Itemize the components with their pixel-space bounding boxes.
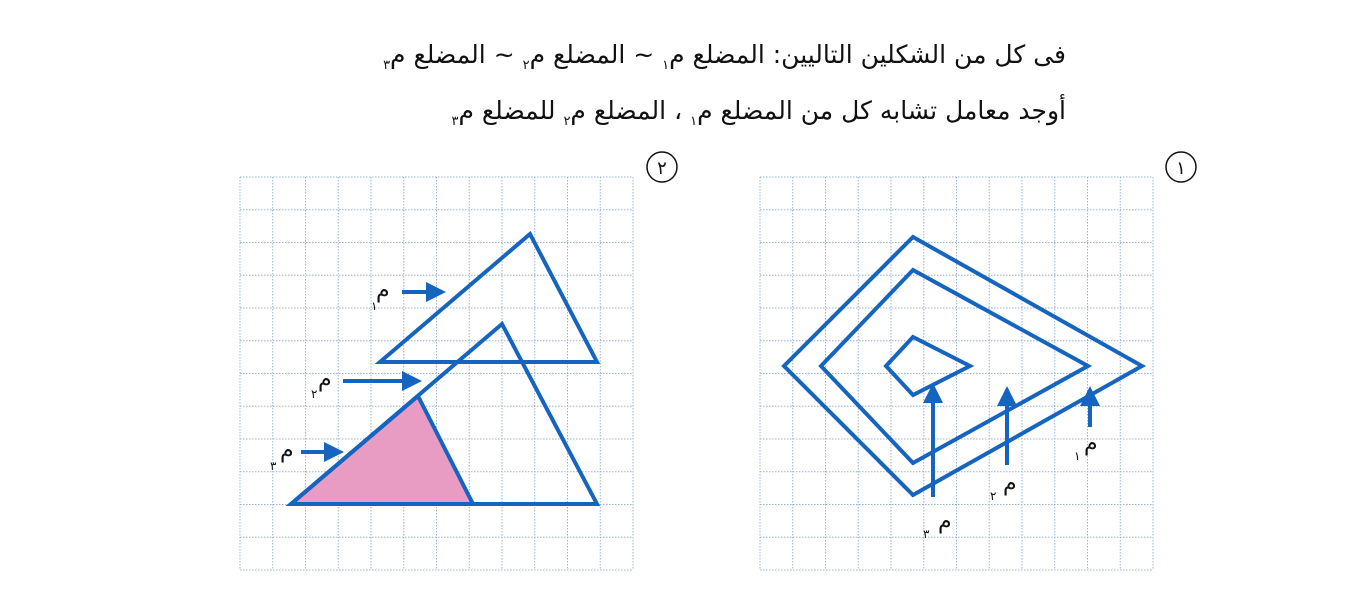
figure-2: م ١ م ٢ م ٣ ٢: [239, 151, 678, 571]
polygon-label: المضلع م: [390, 40, 486, 69]
label-m2-fig2: م: [318, 367, 332, 392]
subscript: ٢: [563, 114, 571, 129]
figure-number-2: ٢: [657, 158, 667, 179]
subscript: ٣: [383, 58, 391, 73]
instruction-text: أوجد معامل تشابه كل من المضلع م: [697, 96, 1066, 125]
label-m3-fig2: م: [280, 438, 294, 463]
label-m1-fig1: م: [1084, 431, 1098, 456]
polygon-m2-fig1: [818, 267, 1093, 466]
similarity-symbol: ~: [485, 40, 523, 69]
subscript: ١: [690, 114, 698, 129]
subscript: ٢: [522, 58, 530, 73]
polygon-label: المضلع م: [529, 40, 626, 69]
figure-number-circle-1: [1165, 151, 1197, 183]
label-m2-sub-fig1: ٢: [990, 489, 996, 503]
subscript: ١: [662, 58, 670, 73]
polygon-m3-fig1: [883, 334, 975, 398]
polygon-label: للمضلع م: [458, 96, 564, 125]
grid-figure-2: [239, 176, 634, 571]
polygon-m2-fig2: [285, 320, 601, 506]
label-m3-sub-fig2: ٣: [270, 459, 277, 473]
figure-number-1: ١: [1176, 158, 1186, 179]
figure-number-circle-2: [646, 151, 678, 183]
label-m3-sub-fig1: ٣: [923, 527, 930, 541]
label-m2-sub-fig2: ٢: [311, 387, 317, 401]
label-m2-fig1: م: [1003, 471, 1017, 496]
comma-separator: ،: [666, 96, 691, 125]
label-m1-sub-fig2: ١: [371, 299, 377, 313]
subscript: ٣: [451, 114, 459, 129]
instruction-line-1: فى كل من الشكلين التاليين: المضلع م١ ~ ا…: [383, 40, 1066, 73]
figure-1: م ٣ م ٢ م ١ ١: [759, 151, 1197, 571]
polygon-label: المضلع م: [570, 96, 667, 125]
label-m1-fig2: م: [376, 278, 390, 303]
label-m3-fig1: م: [938, 509, 952, 534]
polygon-m1-fig2: [374, 230, 601, 364]
polygon-label: المضلع م: [669, 40, 765, 69]
instruction-line-2: أوجد معامل تشابه كل من المضلع م١ ، المضل…: [451, 96, 1066, 129]
label-m1-sub-fig1: ١: [1074, 449, 1080, 463]
similarity-symbol: ~: [625, 40, 663, 69]
polygon-m1-fig1: [781, 234, 1147, 498]
instruction-intro: فى كل من الشكلين التاليين:: [764, 40, 1066, 69]
